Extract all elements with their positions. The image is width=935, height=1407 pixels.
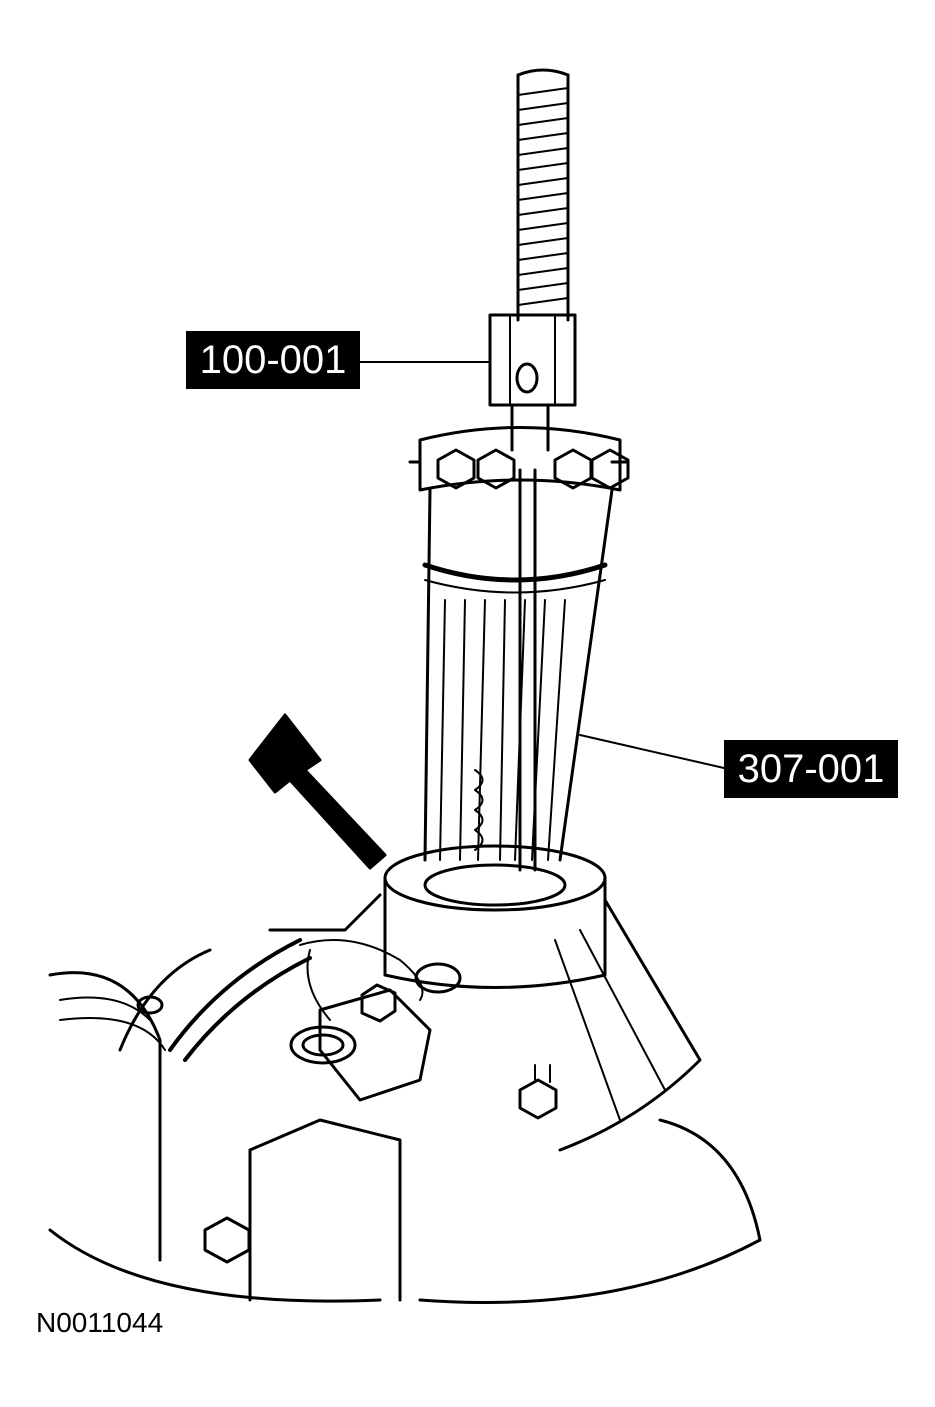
- callout-tool-100-001: 100-001: [186, 331, 360, 389]
- pointer-arrow: [248, 713, 387, 870]
- threaded-rod: [516, 68, 570, 322]
- callout-tool-307-001: 307-001: [724, 740, 898, 798]
- figure-id: N0011044: [36, 1307, 164, 1338]
- leader-line-307-001: [579, 734, 725, 769]
- collet-puller-body: [422, 468, 614, 872]
- puller-head: [408, 426, 630, 492]
- housing-body: [48, 893, 762, 1304]
- housing-boss: [383, 844, 702, 1152]
- adapter-hex: [488, 313, 577, 452]
- mounting-bolts: [136, 962, 558, 1302]
